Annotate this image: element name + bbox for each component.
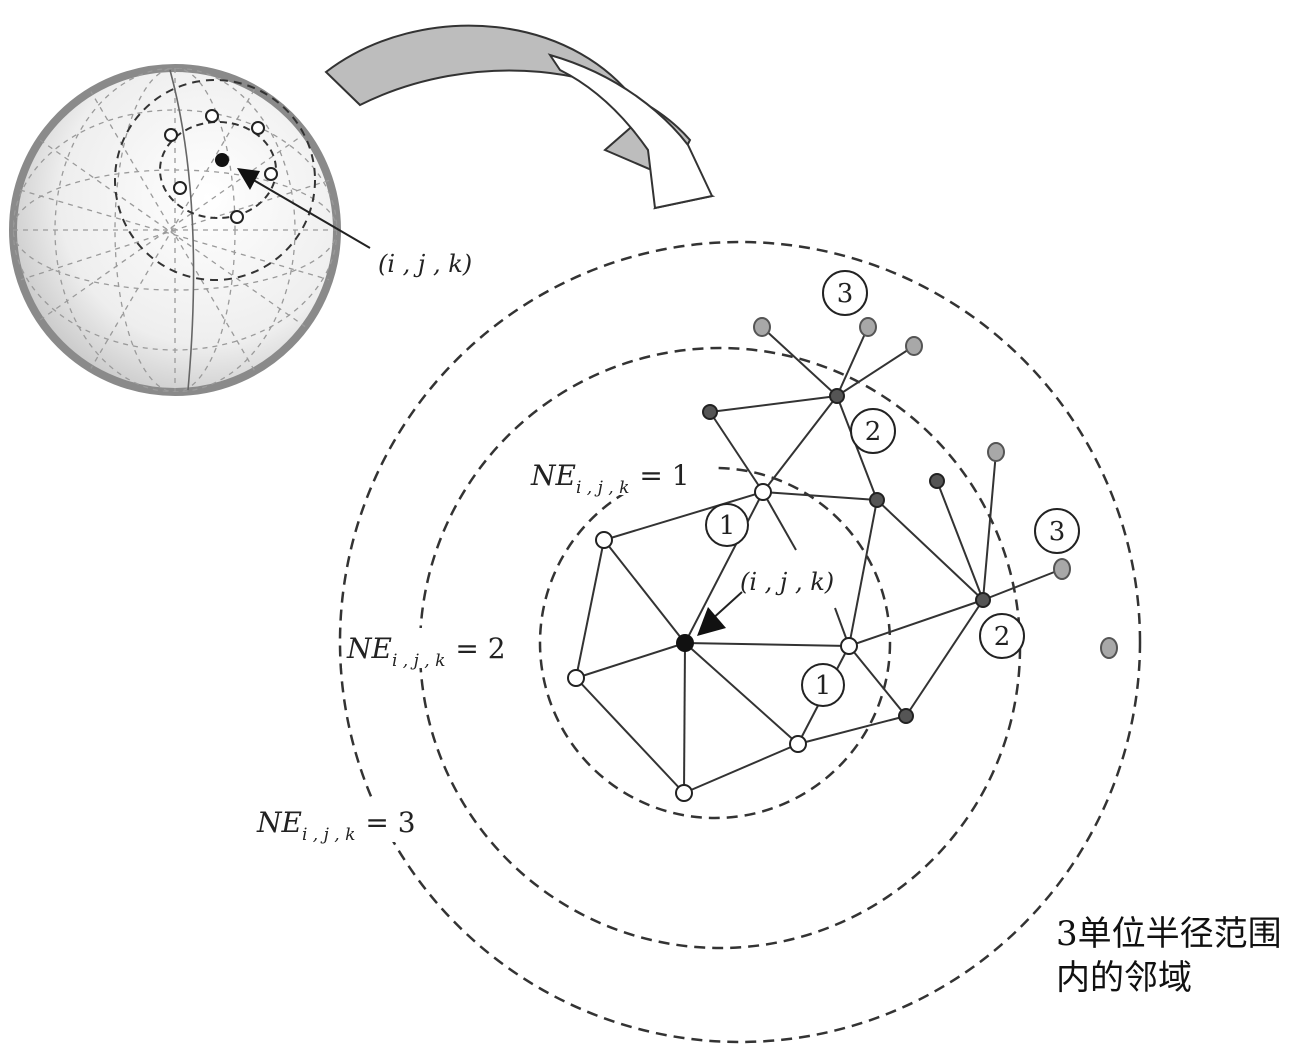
node [859,317,877,337]
ring-ne-3 [338,240,1142,1044]
ne-label-3: NEi , j , k= 3 [252,802,438,845]
sphere-dashed-ring-outer [114,79,316,281]
sphere-pointer-arrowhead [237,168,260,190]
ring-badge: 2 [850,408,896,454]
node [702,404,718,420]
node [869,492,885,508]
node [675,784,693,802]
ring-badge: 1 [801,663,845,707]
ring-badge: 2 [979,613,1025,659]
geodesic-sphere: (i , j , k) [9,64,472,396]
sphere-mesh [13,68,337,392]
node [929,473,945,489]
svg-text:3: 3 [837,279,854,309]
node [753,317,771,337]
ne-label-1: NEi , j , k= 1 [526,455,712,498]
sphere-center-node [215,153,229,167]
node [840,637,858,655]
ring-badges: 1 1 2 2 3 3 [705,270,1080,707]
network-nodes-ring1 [567,483,858,802]
diagram-caption: 3单位半径范围 内的邻域 [1056,914,1282,998]
center-node [676,634,694,652]
svg-text:2: 2 [865,417,882,447]
svg-text:1: 1 [815,671,832,701]
ring-badge: 3 [822,270,868,316]
node [975,592,991,608]
svg-text:3: 3 [1049,517,1066,547]
svg-text:1: 1 [719,511,736,541]
svg-text:NEi , j , k= 2: NEi , j , k= 2 [346,632,506,671]
node [595,531,613,549]
ne-label-2: NEi , j , k= 2 [342,628,528,671]
sphere-coord-label: (i , j , k) [378,250,472,278]
node [829,388,845,404]
network-nodes-ring3 [753,317,1118,659]
node [898,708,914,724]
node [754,483,772,501]
center-coord-label: (i , j , k) [740,568,834,596]
ring-ne-1 [538,466,892,820]
curved-arrow-shaft-white [547,53,714,210]
center-pointer-arrowhead [697,607,726,636]
node [789,735,807,753]
network-edges [575,326,1063,794]
svg-text:NEi , j , k= 3: NEi , j , k= 3 [256,806,416,845]
node [567,669,585,687]
ring-badge: 3 [1034,508,1080,554]
svg-text:NEi , j , k= 1: NEi , j , k= 1 [530,459,690,498]
sphere-meridian [169,69,195,391]
node [1053,558,1071,580]
node [987,442,1005,462]
svg-text:2: 2 [994,622,1011,652]
node [1100,637,1118,659]
sphere-pointer-line [249,177,371,249]
network-nodes-ring2 [702,388,991,724]
sphere-neighbor-nodes [164,109,278,224]
ring-badge: 1 [705,503,749,547]
node [905,336,923,356]
